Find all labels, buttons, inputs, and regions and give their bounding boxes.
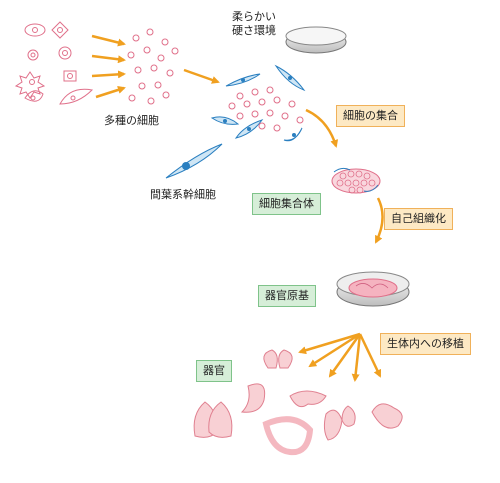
cell-aggregation-box: 細胞の集合: [336, 105, 405, 127]
arrow-to-aggregation: [305, 108, 339, 148]
organ-bud-box: 器官原基: [258, 285, 316, 307]
various-cells-label: 多種の細胞: [104, 114, 159, 127]
cell-aggregate-shape: [331, 167, 381, 194]
cell-mixture: [210, 64, 306, 142]
soft-petri-dish: [285, 26, 347, 54]
organ-bud-dish: [336, 271, 410, 307]
transplantation-box: 生体内への移植: [380, 333, 471, 355]
mesenchymal-stem-cell-label: 間葉系幹細胞: [150, 188, 216, 201]
cell-aggregate-box: 細胞集合体: [252, 193, 321, 215]
soft-environment-label-line2: 硬さ環境: [232, 24, 276, 37]
organ-box: 器官: [196, 360, 232, 382]
self-organization-box: 自己組織化: [384, 208, 453, 230]
input-arrows: [91, 34, 126, 99]
transplant-arrows: [298, 332, 382, 382]
various-cell-shapes: [14, 21, 94, 105]
arrow-to-organ-bud: [374, 197, 384, 244]
dispersed-cells: [127, 28, 179, 105]
soft-environment-label-line1: 柔らかい: [232, 10, 276, 23]
arrow-to-mixture: [183, 68, 220, 84]
mesenchymal-stem-cell: [165, 143, 223, 179]
organ-illustrations: [193, 349, 403, 456]
